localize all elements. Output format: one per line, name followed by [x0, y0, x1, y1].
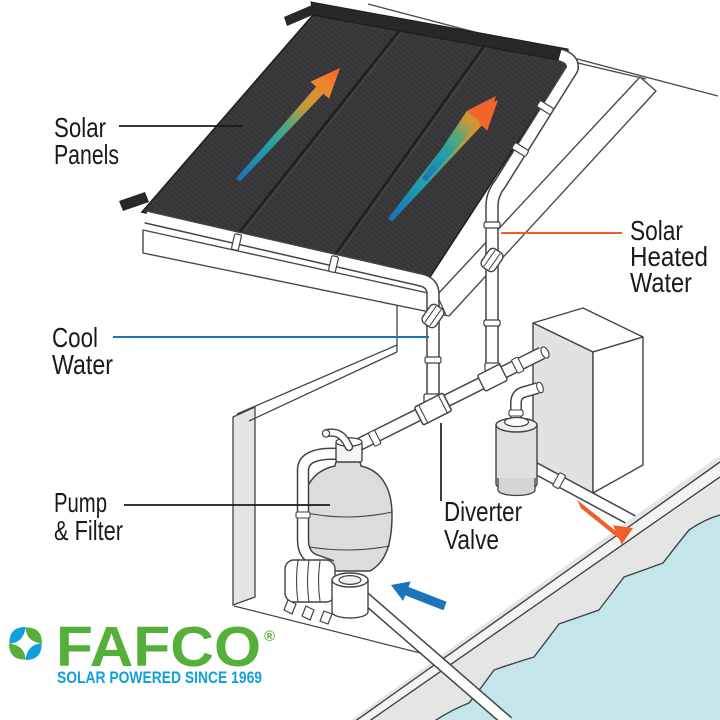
label-solar-heated-water: Solar Heated Water [501, 215, 708, 298]
fafco-brand-text: FAFCO [56, 615, 261, 679]
label-diverter-valve: Diverter Valve [440, 423, 522, 555]
main-pipe-run [352, 346, 550, 453]
fafco-tagline-text: SOLAR POWERED SINCE 1969 [57, 668, 262, 687]
pool-suction-pipe [351, 585, 513, 720]
label-cool-water-line1: Cool [52, 322, 98, 353]
label-solar-heated-line3: Water [630, 267, 692, 298]
panel-flow-arrow-1 [236, 68, 340, 182]
check-valve-cool [421, 303, 445, 329]
panel-flow-arrow-3 [422, 96, 496, 182]
fafco-pinwheel-icon [9, 627, 42, 660]
label-diverter-valve-line1: Diverter [444, 496, 522, 527]
label-cool-water: Cool Water [52, 322, 429, 380]
label-solar-panels: Solar Panels [54, 112, 243, 170]
label-pump-filter: Pump & Filter [54, 487, 330, 546]
solar-panel-array [119, 1, 572, 278]
fafco-registered-mark: ® [264, 628, 275, 645]
pump-strainer-pot [331, 572, 369, 619]
label-solar-heated-line2: Heated [630, 241, 708, 272]
check-valve-return [480, 247, 504, 273]
return-tee-fitting [477, 362, 508, 392]
flow-arrow-to-pool [577, 499, 633, 545]
solar-return-pipe [480, 48, 579, 370]
pump-motor [283, 559, 336, 625]
cool-water-pipe [144, 210, 445, 401]
label-solar-heated-line1: Solar [630, 215, 683, 246]
fafco-logo: FAFCO ® SOLAR POWERED SINCE 1969 [9, 615, 275, 687]
label-solar-panels-line1: Solar [54, 112, 106, 143]
equipment-wall [232, 305, 449, 661]
diverter-valve-fitting [414, 392, 452, 426]
panel-bracket-top [284, 5, 315, 26]
panel-bracket-bottom [119, 192, 149, 211]
label-cool-water-line2: Water [52, 349, 113, 380]
pool-water [434, 514, 720, 720]
flow-arrow-from-pool [391, 581, 447, 611]
label-diverter-valve-line2: Valve [444, 524, 499, 555]
multiport-valve [321, 428, 363, 463]
panel-flow-arrows [236, 68, 498, 222]
filter-left-loop-pipe [295, 447, 341, 572]
chlorinator-riser-pipe [508, 381, 544, 427]
label-solar-panels-line2: Panels [54, 139, 119, 170]
label-pump-filter-line1: Pump [54, 487, 107, 518]
chlorinator-tank [495, 416, 538, 497]
label-pump-filter-line2: & Filter [54, 515, 123, 546]
pump-filter-unit [283, 428, 393, 625]
diagram-labels: Solar Panels Cool Water Solar Heated Wat… [52, 112, 708, 555]
heater-unit [532, 307, 644, 494]
